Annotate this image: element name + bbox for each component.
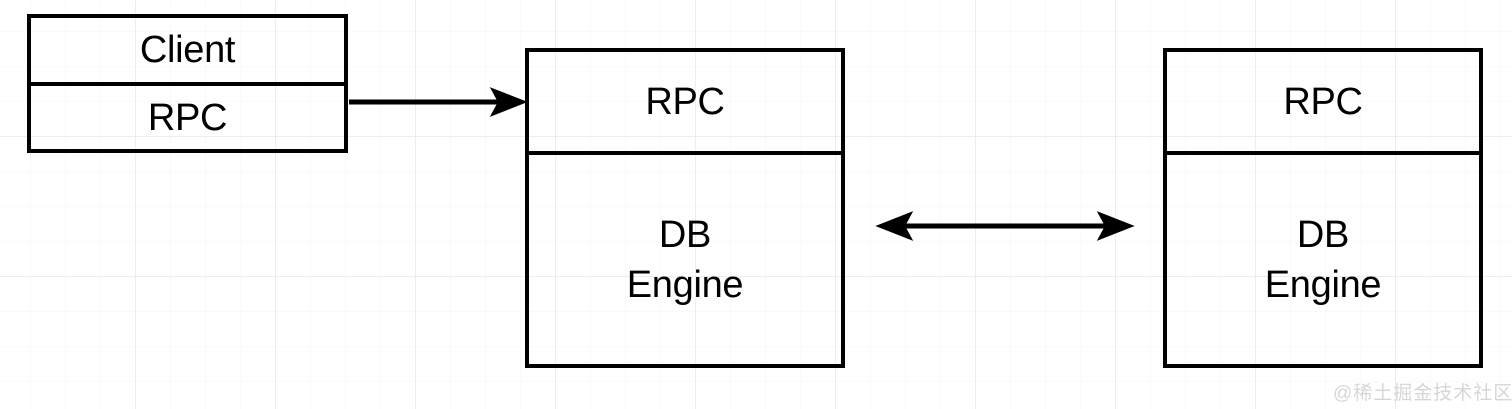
db-node-secondary[interactable]: RPC DB Engine [1163, 48, 1483, 368]
edge-client-to-db[interactable] [340, 80, 540, 125]
watermark-label: @稀土掘金技术社区 [1333, 383, 1512, 404]
db-node-secondary-engine-label: DB Engine [1264, 213, 1382, 306]
db-node-primary-engine-label: DB Engine [626, 213, 744, 306]
client-node[interactable]: Client RPC [27, 14, 348, 153]
db-node-primary[interactable]: RPC DB Engine [525, 48, 845, 368]
edge-db-to-db[interactable] [870, 204, 1140, 249]
client-node-row-rpc: RPC [31, 86, 344, 149]
db-node-primary-row-engine: DB Engine [529, 155, 841, 364]
client-node-title-label: Client [139, 29, 236, 71]
db-node-secondary-divider [1167, 151, 1479, 155]
client-node-rpc-label: RPC [147, 96, 228, 139]
db-node-primary-rpc-label: RPC [645, 80, 725, 123]
db-node-primary-divider [529, 151, 841, 155]
client-node-row-title: Client [31, 18, 344, 82]
db-node-primary-row-rpc: RPC [529, 52, 841, 151]
db-node-secondary-rpc-label: RPC [1283, 80, 1363, 123]
db-node-secondary-row-rpc: RPC [1167, 52, 1479, 151]
edge-db-to-db-arrowhead-left [875, 211, 914, 241]
edge-client-to-db-arrowhead [489, 87, 528, 117]
client-node-divider [31, 82, 344, 86]
db-node-secondary-row-engine: DB Engine [1167, 155, 1479, 364]
edge-db-to-db-arrowhead-right [1096, 211, 1135, 241]
